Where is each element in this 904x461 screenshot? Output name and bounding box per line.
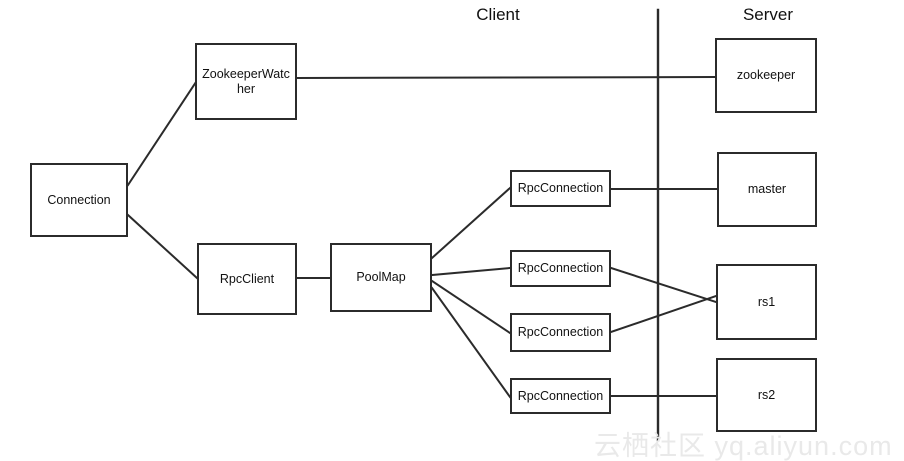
node-rpcconnection-1: RpcConnection bbox=[510, 170, 611, 207]
node-label-rs1: rs1 bbox=[757, 294, 776, 309]
edge-poolmap-rpcconn1 bbox=[430, 186, 512, 260]
node-label-poolmap: PoolMap bbox=[356, 270, 406, 285]
node-rpcclient: RpcClient bbox=[197, 243, 297, 315]
edge-zkwatcher-zookeeper bbox=[295, 75, 717, 80]
edge-connection-rpcclient bbox=[126, 213, 200, 281]
zone-label-server: Server bbox=[742, 5, 794, 24]
zone-label-client: Client bbox=[476, 5, 520, 24]
node-connection: Connection bbox=[30, 163, 128, 237]
node-label-rpcconnection-1: RpcConnection bbox=[517, 181, 604, 196]
node-zookeeper: zookeeper bbox=[715, 38, 817, 113]
node-label-rpcconnection-4: RpcConnection bbox=[517, 388, 604, 403]
edge-poolmap-rpcconn3 bbox=[430, 279, 512, 335]
edge-rpcconn2-rs1 bbox=[609, 266, 718, 304]
node-label-rpcclient: RpcClient bbox=[219, 271, 275, 286]
node-label-zookeeper: zookeeper bbox=[736, 68, 796, 83]
node-label-rs2: rs2 bbox=[757, 387, 776, 402]
node-label-master: master bbox=[747, 182, 787, 197]
node-rs2: rs2 bbox=[716, 358, 817, 432]
watermark: 云栖社区 yq.aliyun.com bbox=[594, 431, 893, 461]
edge-rpcconn3-rs1 bbox=[609, 294, 718, 334]
node-label-rpcconnection-2: RpcConnection bbox=[517, 261, 604, 276]
node-poolmap: PoolMap bbox=[330, 243, 432, 312]
edge-connection-zkwatcher bbox=[126, 80, 198, 187]
node-zkwatcher: ZookeeperWatcher bbox=[195, 43, 297, 120]
node-rpcconnection-3: RpcConnection bbox=[510, 313, 611, 352]
node-label-connection: Connection bbox=[47, 192, 111, 207]
node-label-zkwatcher: ZookeeperWatcher bbox=[202, 67, 290, 96]
edge-poolmap-rpcconn4 bbox=[430, 286, 512, 399]
node-master: master bbox=[717, 152, 817, 227]
node-label-rpcconnection-3: RpcConnection bbox=[517, 325, 604, 340]
node-rpcconnection-4: RpcConnection bbox=[510, 378, 611, 414]
node-rpcconnection-2: RpcConnection bbox=[510, 250, 611, 287]
node-rs1: rs1 bbox=[716, 264, 817, 340]
edge-poolmap-rpcconn2 bbox=[430, 266, 512, 277]
